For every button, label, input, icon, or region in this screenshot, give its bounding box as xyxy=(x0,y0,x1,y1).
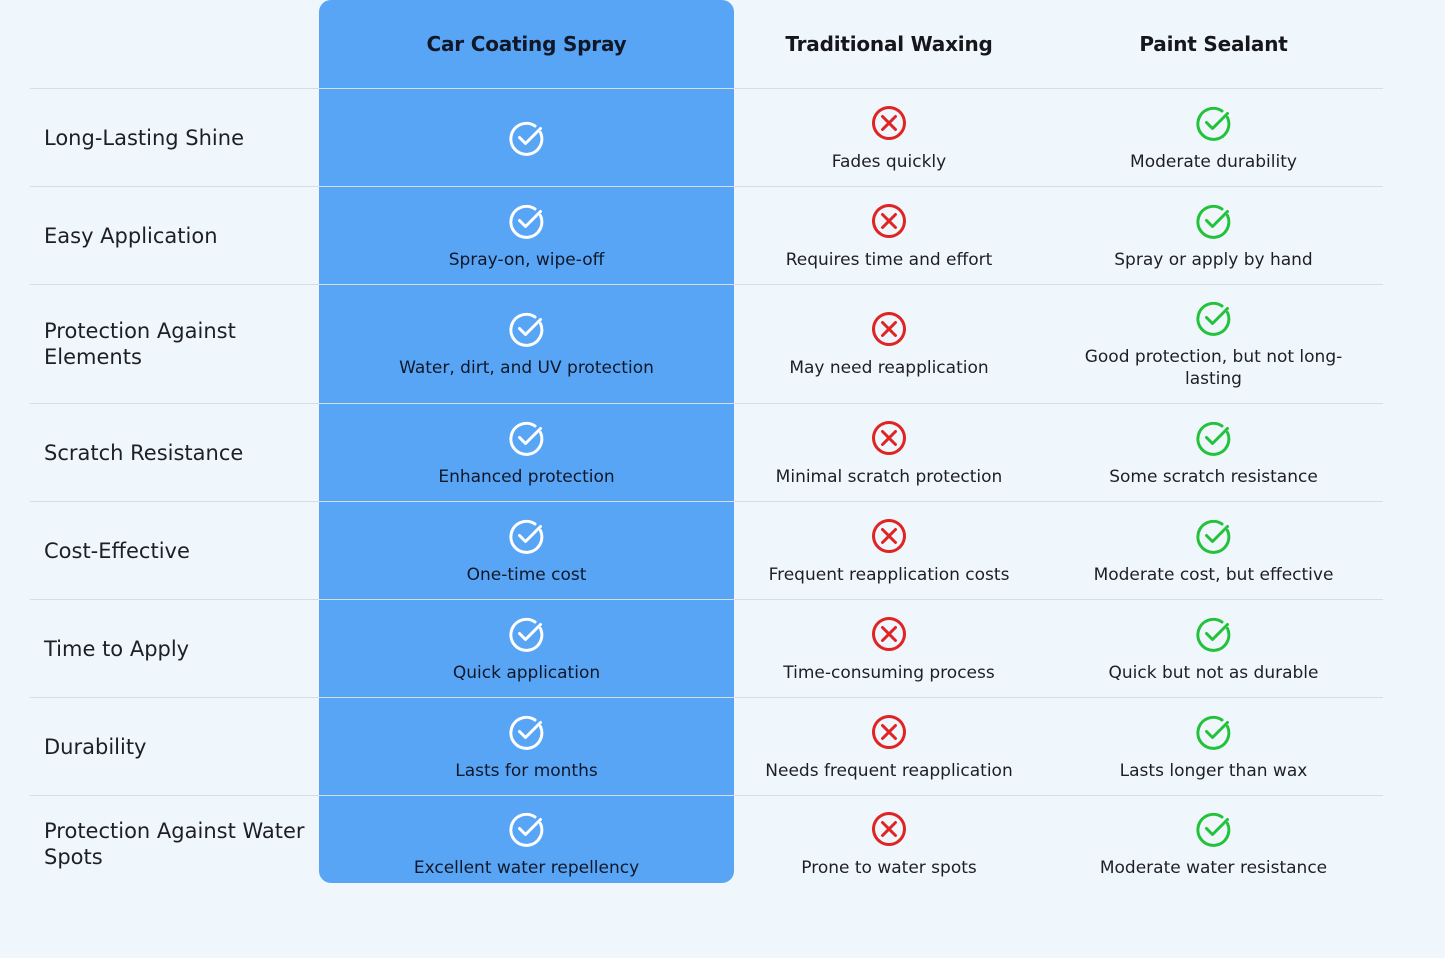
cell-text: Prone to water spots xyxy=(801,858,977,878)
cell-paint-sealant: Spray or apply by hand xyxy=(1044,187,1383,284)
cell-text: Needs frequent reapplication xyxy=(765,760,1013,781)
cell-paint-sealant: Moderate water resistance xyxy=(1044,796,1383,892)
feature-label: Easy Application xyxy=(44,223,218,248)
check-icon xyxy=(508,715,543,750)
feature-label: Long-Lasting Shine xyxy=(44,125,244,150)
check-icon xyxy=(508,617,543,652)
check-icon xyxy=(1195,812,1230,847)
check-icon xyxy=(508,312,543,347)
x-icon xyxy=(872,518,906,553)
cell-paint-sealant: Quick but not as durable xyxy=(1044,600,1383,697)
cell-text: Quick application xyxy=(452,662,601,683)
cell-traditional-waxing: Frequent reapplication costs xyxy=(734,502,1044,599)
cell-text: Spray-on, wipe-off xyxy=(448,249,605,270)
cell-car-coating-spray: Excellent water repellency xyxy=(319,796,734,892)
cell-traditional-waxing: Requires time and effort xyxy=(734,187,1044,284)
cell-paint-sealant: Lasts longer than wax xyxy=(1044,698,1383,795)
x-icon xyxy=(872,616,906,651)
cell-paint-sealant: Some scratch resistance xyxy=(1044,404,1383,501)
cell-text: One-time cost xyxy=(466,564,587,585)
feature-label: Protection Against Elements xyxy=(44,319,236,369)
cell-car-coating-spray: Lasts for months xyxy=(319,698,734,795)
cell-car-coating-spray: Water, dirt, and UV protection xyxy=(319,285,734,403)
check-icon xyxy=(1195,715,1230,750)
cell-text: Minimal scratch protection xyxy=(775,466,1003,487)
check-icon xyxy=(508,121,543,156)
cell-text: Requires time and effort xyxy=(785,249,993,270)
check-icon xyxy=(1195,421,1230,456)
check-icon xyxy=(508,812,543,847)
cell-text: Good protection, but not long-lasting xyxy=(1084,347,1343,389)
check-icon xyxy=(508,421,543,456)
cell-paint-sealant: Good protection, but not long-lasting xyxy=(1044,285,1383,403)
x-icon xyxy=(872,312,906,346)
feature-label: Durability xyxy=(44,734,147,759)
comparison-table: Car Coating Spray Traditional Waxing Pai… xyxy=(30,0,1383,892)
header-traditional-waxing: Traditional Waxing xyxy=(785,32,993,56)
check-icon xyxy=(1195,204,1230,239)
feature-label: Cost-Effective xyxy=(44,538,190,563)
feature-label: Scratch Resistance xyxy=(44,440,244,465)
x-icon xyxy=(872,420,906,455)
cell-text: Spray or apply by hand xyxy=(1114,249,1313,270)
check-icon xyxy=(508,519,543,554)
cell-text: Excellent water repellency xyxy=(413,858,640,878)
cell-traditional-waxing: Prone to water spots xyxy=(734,796,1044,892)
feature-label: Protection Against Water Spots xyxy=(44,819,305,869)
cell-car-coating-spray: One-time cost xyxy=(319,502,734,599)
x-icon xyxy=(872,714,906,749)
cell-text: Enhanced protection xyxy=(438,466,615,487)
cell-text: Fades quickly xyxy=(831,151,947,172)
cell-car-coating-spray: Spray-on, wipe-off xyxy=(319,187,734,284)
cell-car-coating-spray xyxy=(319,89,734,186)
cell-text: Some scratch resistance xyxy=(1109,466,1318,487)
cell-traditional-waxing: Needs frequent reapplication xyxy=(734,698,1044,795)
cell-text: Water, dirt, and UV protection xyxy=(399,358,654,378)
header-feature xyxy=(30,0,319,88)
cell-text: Quick but not as durable xyxy=(1108,662,1319,683)
cell-traditional-waxing: Fades quickly xyxy=(734,89,1044,186)
check-icon xyxy=(1195,301,1230,336)
cell-text: May need reapplication xyxy=(789,358,989,378)
feature-label: Time to Apply xyxy=(44,636,190,661)
check-icon xyxy=(1195,106,1230,141)
cell-text: Moderate water resistance xyxy=(1099,858,1328,878)
cell-text: Moderate durability xyxy=(1130,151,1297,172)
header-paint-sealant: Paint Sealant xyxy=(1139,32,1288,56)
x-icon xyxy=(872,203,906,238)
x-icon xyxy=(872,105,906,140)
cell-text: Moderate cost, but effective xyxy=(1093,564,1334,585)
cell-text: Lasts for months xyxy=(455,760,598,781)
header-row: Car Coating Spray Traditional Waxing Pai… xyxy=(30,0,1383,88)
check-icon xyxy=(1195,617,1230,652)
cell-text: Time-consuming process xyxy=(783,662,995,683)
header-car-coating-spray: Car Coating Spray xyxy=(426,32,627,56)
cell-car-coating-spray: Enhanced protection xyxy=(319,404,734,501)
cell-text: Lasts longer than wax xyxy=(1119,760,1308,781)
cell-text: Frequent reapplication costs xyxy=(768,564,1010,585)
cell-paint-sealant: Moderate durability xyxy=(1044,89,1383,186)
cell-paint-sealant: Moderate cost, but effective xyxy=(1044,502,1383,599)
x-icon xyxy=(872,812,906,846)
cell-car-coating-spray: Quick application xyxy=(319,600,734,697)
cell-traditional-waxing: Minimal scratch protection xyxy=(734,404,1044,501)
check-icon xyxy=(1195,519,1230,554)
check-icon xyxy=(508,204,543,239)
cell-traditional-waxing: Time-consuming process xyxy=(734,600,1044,697)
cell-traditional-waxing: May need reapplication xyxy=(734,285,1044,403)
